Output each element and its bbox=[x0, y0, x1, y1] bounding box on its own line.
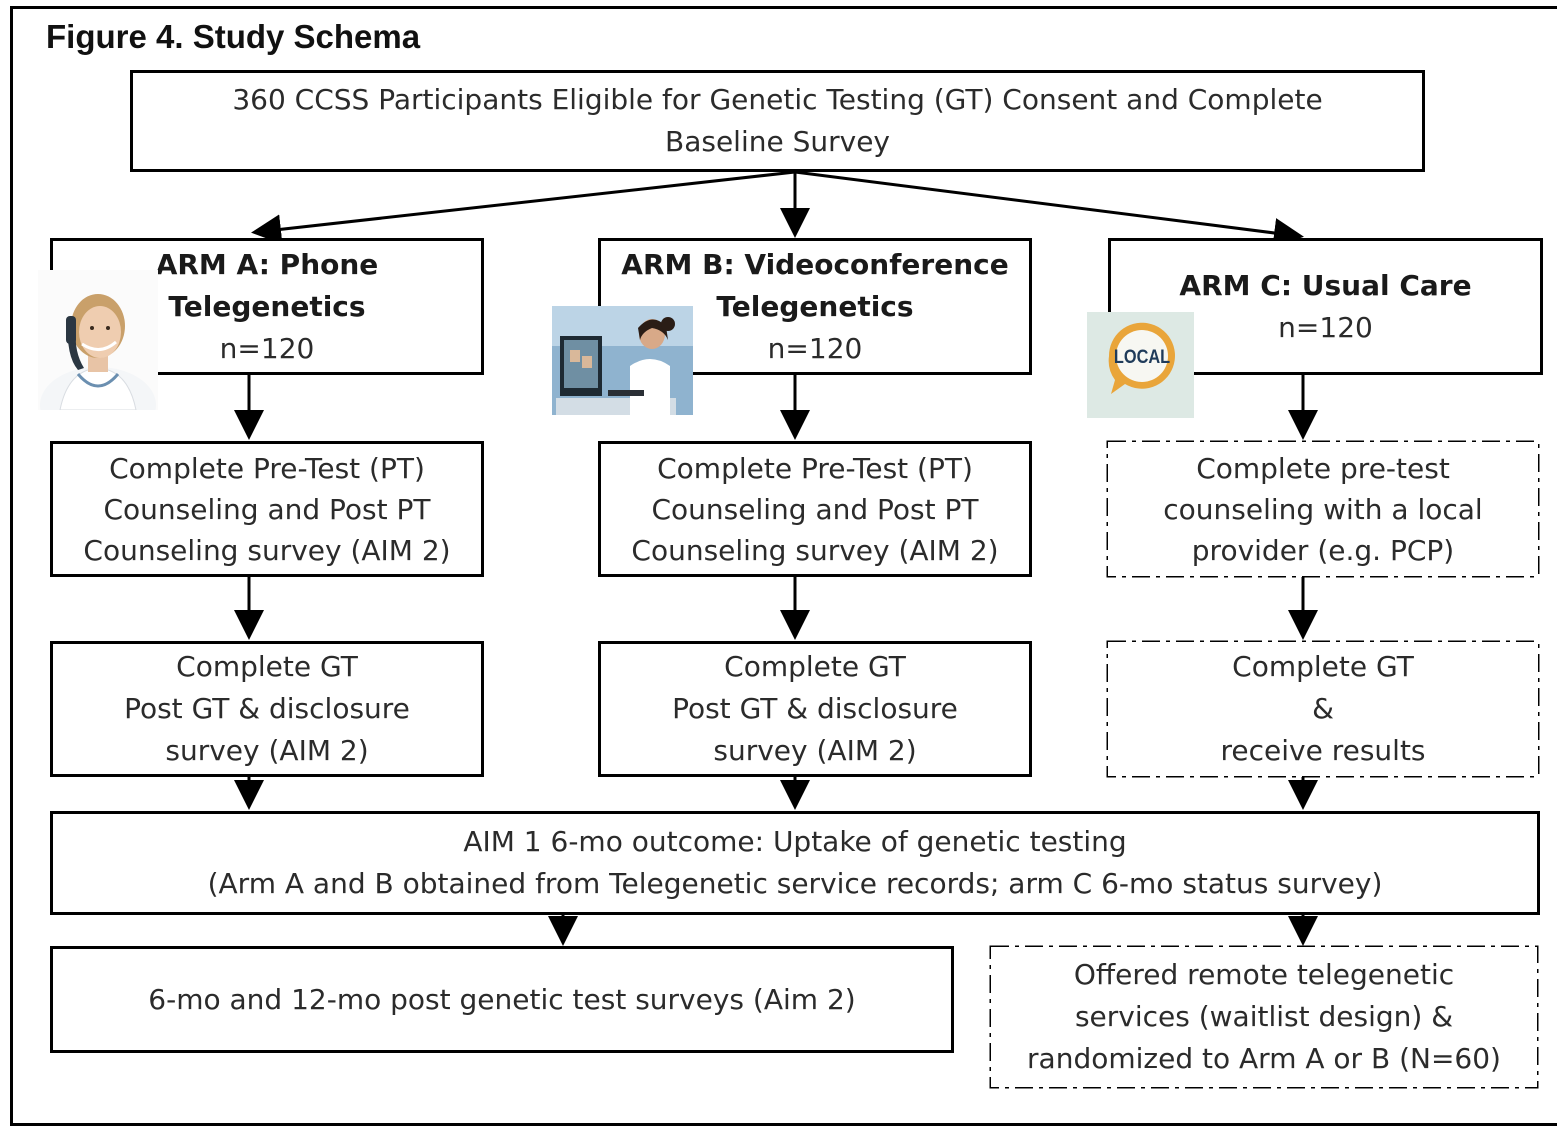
offered-box: Offered remote telegenetic services (wai… bbox=[991, 947, 1537, 1087]
gt-a-line-1: Complete GT bbox=[176, 650, 358, 683]
aim1-line-2: (Arm A and B obtained from Telegenetic s… bbox=[207, 867, 1383, 900]
pretest-c-box: Complete pre-test counseling with a loca… bbox=[1108, 442, 1538, 576]
local-badge-text: LOCAL bbox=[1114, 346, 1170, 367]
arm-b-title-2: Telegenetics bbox=[716, 289, 914, 323]
pretest-a-line-2: Counseling and Post PT bbox=[103, 492, 431, 526]
surveys-box: 6-mo and 12-mo post genetic test surveys… bbox=[50, 946, 954, 1053]
arm-c-n: n=120 bbox=[1278, 310, 1373, 344]
pretest-a-box: Complete Pre-Test (PT) Counseling and Po… bbox=[50, 441, 484, 577]
surveys-line: 6-mo and 12-mo post genetic test surveys… bbox=[148, 982, 856, 1016]
pretest-c-line-3: provider (e.g. PCP) bbox=[1191, 533, 1455, 567]
pretest-b-line-1: Complete Pre-Test (PT) bbox=[657, 451, 973, 485]
offered-line-1: Offered remote telegenetic bbox=[1073, 958, 1455, 991]
video-doctor-icon bbox=[552, 306, 693, 415]
pretest-b-box: Complete Pre-Test (PT) Counseling and Po… bbox=[598, 441, 1032, 577]
gt-b-line-1: Complete GT bbox=[724, 650, 906, 683]
pretest-c-line-2: counseling with a local bbox=[1163, 492, 1483, 526]
gt-a-line-3: survey (AIM 2) bbox=[165, 734, 369, 767]
arm-c-title: ARM C: Usual Care bbox=[1179, 268, 1472, 302]
gt-b-line-2: Post GT & disclosure bbox=[672, 692, 958, 725]
aim1-outcome-box: AIM 1 6-mo outcome: Uptake of genetic te… bbox=[50, 811, 1540, 915]
pretest-c-line-1: Complete pre-test bbox=[1196, 451, 1450, 485]
arm-a-title-2: Telegenetics bbox=[168, 289, 366, 323]
arrow-top-to-arm-c bbox=[794, 170, 1304, 248]
arm-a-title-1: ARM A: Phone bbox=[155, 247, 379, 281]
arm-a-n: n=120 bbox=[219, 331, 315, 365]
gt-a-line-2: Post GT & disclosure bbox=[124, 692, 410, 725]
arrow-top-to-arm-a bbox=[251, 170, 796, 245]
top-box-line-2: Baseline Survey bbox=[664, 125, 890, 158]
local-badge-icon: LOCAL bbox=[1087, 312, 1194, 418]
offered-line-2: services (waitlist design) & bbox=[1074, 1000, 1454, 1033]
top-box: 360 CCSS Participants Eligible for Genet… bbox=[130, 70, 1425, 172]
gt-b-box: Complete GT Post GT & disclosure survey … bbox=[598, 641, 1032, 777]
arm-b-title-1: ARM B: Videoconference bbox=[621, 247, 1009, 281]
offered-line-3: randomized to Arm A or B (N=60) bbox=[1027, 1042, 1501, 1075]
gt-c-line-3: receive results bbox=[1220, 734, 1426, 767]
arm-b-n: n=120 bbox=[767, 331, 863, 365]
pretest-b-line-2: Counseling and Post PT bbox=[651, 492, 979, 526]
phone-doctor-icon bbox=[38, 270, 158, 410]
figure-title: Figure 4. Study Schema bbox=[46, 18, 421, 55]
pretest-a-line-3: Counseling survey (AIM 2) bbox=[83, 533, 451, 567]
gt-a-box: Complete GT Post GT & disclosure survey … bbox=[50, 641, 484, 777]
pretest-b-line-3: Counseling survey (AIM 2) bbox=[631, 533, 999, 567]
gt-c-line-1: Complete GT bbox=[1232, 650, 1414, 683]
gt-b-line-3: survey (AIM 2) bbox=[713, 734, 917, 767]
aim1-line-1: AIM 1 6-mo outcome: Uptake of genetic te… bbox=[463, 825, 1127, 858]
gt-c-line-2: & bbox=[1312, 692, 1334, 725]
gt-c-box: Complete GT & receive results bbox=[1108, 642, 1538, 776]
top-box-line-1: 360 CCSS Participants Eligible for Genet… bbox=[232, 83, 1323, 116]
pretest-a-line-1: Complete Pre-Test (PT) bbox=[109, 451, 425, 485]
